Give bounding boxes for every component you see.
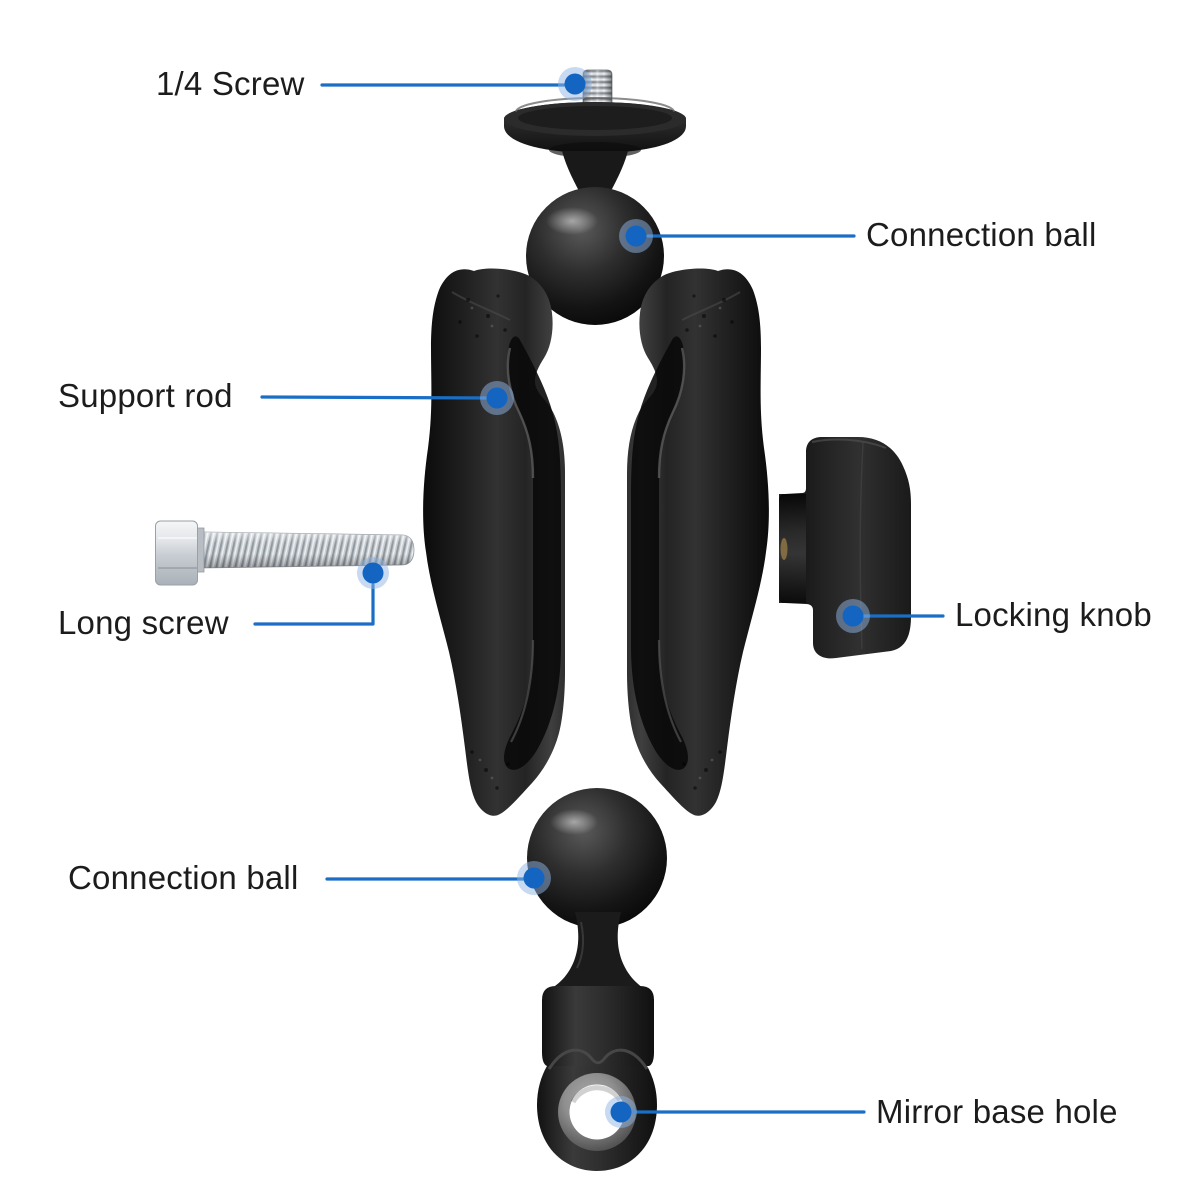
bottom-neck — [549, 912, 646, 990]
top-mount-stem — [562, 151, 628, 193]
top-mount-plate — [504, 97, 686, 158]
callout-dot-support-rod — [480, 381, 514, 415]
mirror-base-hole — [569, 1084, 625, 1140]
callout-dot-locking-knob — [836, 599, 870, 633]
label-locking-knob: Locking knob — [955, 596, 1152, 634]
right-support-arm — [625, 267, 771, 817]
label-connection-ball-bottom: Connection ball — [68, 859, 299, 897]
callout-line-support-rod — [260, 395, 491, 400]
bottom-connection-ball — [527, 788, 667, 928]
callout-dot-connection-ball-top — [619, 219, 653, 253]
support-arms — [423, 267, 771, 817]
callouts — [253, 67, 945, 1128]
label-support-rod: Support rod — [58, 377, 233, 415]
label-long-screw: Long screw — [58, 604, 229, 642]
left-support-arm — [423, 268, 565, 816]
callout-dot-quarter-screw — [558, 67, 592, 101]
callout-dot-long-screw — [357, 557, 389, 589]
callout-dot-connection-ball-bottom — [517, 861, 551, 895]
label-mirror-base-hole: Mirror base hole — [876, 1093, 1118, 1131]
callout-dot-mirror-base-hole — [605, 1096, 637, 1128]
label-connection-ball-top: Connection ball — [866, 216, 1097, 254]
mirror-base — [537, 986, 657, 1171]
callout-line-long-screw — [253, 583, 375, 626]
long-screw — [155, 520, 415, 586]
label-quarter-screw: 1/4 Screw — [156, 65, 305, 103]
locking-knob — [779, 437, 911, 659]
